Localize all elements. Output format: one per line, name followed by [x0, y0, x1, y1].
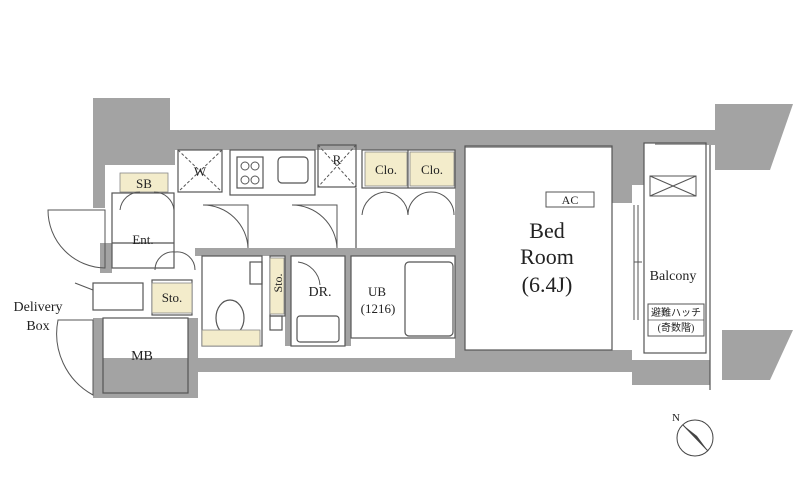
label-mb: MB	[131, 349, 153, 364]
compass-circle	[676, 419, 714, 457]
walls	[93, 98, 793, 398]
label-clo-1: Clo.	[375, 162, 397, 177]
label-room: Room	[520, 244, 574, 269]
label-ac: AC	[562, 193, 579, 207]
compass: N	[672, 412, 714, 457]
label-delivery-box: Box	[26, 319, 49, 334]
label-balcony: Balcony	[650, 269, 697, 284]
compass-north-label: N	[672, 412, 680, 424]
label-hatch: 避難ハッチ	[651, 306, 701, 319]
label-w: W	[194, 164, 207, 179]
ac-unit	[545, 191, 595, 208]
label-hatch-floors: (奇数階)	[658, 321, 695, 334]
label-bed-size: (6.4J)	[522, 272, 573, 297]
doors	[47, 191, 455, 396]
label-ent: Ent.	[132, 232, 153, 247]
label-bed: Bed	[529, 218, 564, 243]
label-clo-2: Clo.	[421, 162, 443, 177]
label-sb: SB	[136, 176, 152, 191]
stove-burners	[240, 161, 260, 185]
label-highlights	[119, 151, 455, 347]
label-sto-1: Sto.	[162, 290, 183, 305]
label-ub-size: (1216)	[361, 301, 396, 316]
label-dr: DR.	[309, 285, 332, 300]
label-delivery: Delivery	[14, 300, 63, 315]
label-r: R	[333, 152, 342, 167]
outdoor-unit	[649, 175, 697, 197]
crossed-boxes	[177, 144, 357, 193]
label-ub: UB	[368, 284, 386, 299]
label-sto-2: Sto.	[271, 273, 285, 292]
bedroom-window	[633, 205, 642, 320]
